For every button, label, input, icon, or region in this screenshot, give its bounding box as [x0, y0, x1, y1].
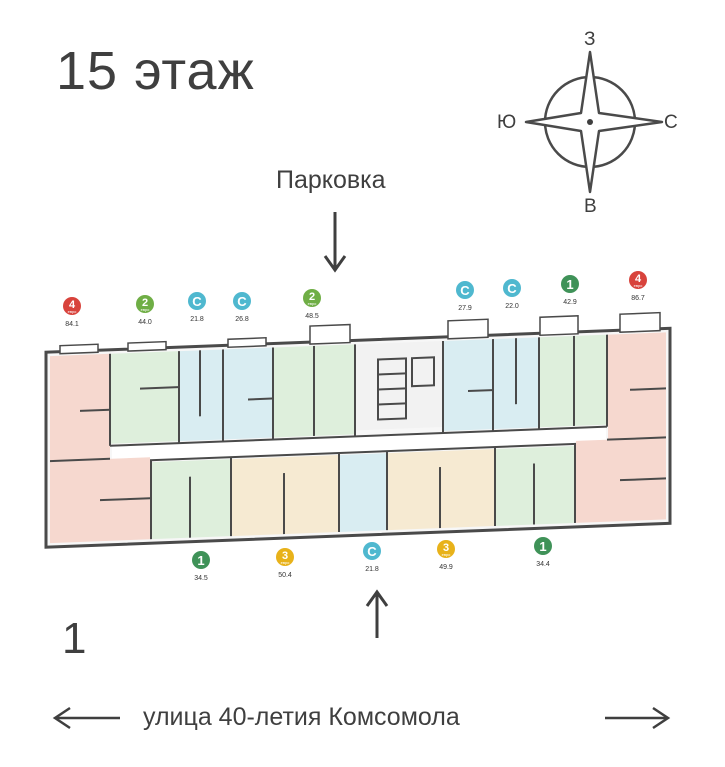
compass-west: Ю: [497, 112, 517, 133]
apartment-subtype: евро: [442, 552, 452, 557]
parking-label: Парковка: [276, 166, 386, 194]
apt-bottom-3-room: [340, 453, 386, 532]
apartment-area: 27.9: [458, 305, 472, 312]
compass-east: С: [664, 112, 678, 133]
apartment-subtype: евро: [634, 283, 644, 288]
apartment-area: 42.9: [563, 299, 577, 306]
apartment-area: 34.5: [194, 575, 208, 582]
apartment-top-badge-7[interactable]: С 22.0: [503, 279, 521, 310]
apartment-type: С: [367, 544, 377, 559]
apartment-type: 4: [635, 273, 642, 285]
apartment-type-badge: [192, 551, 210, 569]
apartment-type-badge: [233, 292, 251, 310]
street-right-arrow-icon: [605, 706, 671, 730]
apartment-type: 2: [142, 297, 148, 309]
apartment-bottom-badge-3[interactable]: С 21.8: [363, 542, 381, 573]
apartment-type: 4: [69, 299, 76, 311]
entrance-arrow-icon: [365, 589, 389, 638]
apartment-type-badge: [303, 289, 321, 307]
apartment-type: 1: [539, 539, 546, 554]
apartment-type: С: [460, 283, 470, 298]
apartment-area: 84.1: [65, 321, 79, 328]
apt-top-9-room: [608, 332, 666, 440]
apartment-area: 34.4: [536, 561, 550, 568]
compass: [524, 50, 664, 194]
apartment-type: С: [192, 294, 202, 309]
apartment-bottom-badge-5[interactable]: 134.4: [534, 537, 552, 568]
apartment-top-badge-4[interactable]: С 26.8: [233, 292, 251, 323]
apartment-area: 22.0: [505, 303, 519, 310]
apartment-type: 3: [443, 542, 449, 554]
apartment-area: 21.8: [365, 566, 379, 573]
apartment-area: 48.5: [305, 313, 319, 320]
building: [44, 311, 672, 549]
apartment-type-badge: [363, 542, 381, 560]
apartment-type-badge: [276, 548, 294, 566]
street-left-arrow-icon: [52, 706, 120, 730]
section-number: 1: [62, 614, 87, 663]
apt-top-1-room: [50, 353, 110, 462]
apartment-type: 1: [197, 553, 204, 568]
apartment-subtype: евро: [281, 560, 291, 565]
apartment-top-badge-6[interactable]: С 27.9: [456, 281, 474, 312]
apartment-subtype: евро: [308, 301, 318, 306]
apartment-type-badge: [188, 292, 206, 310]
apartment-type-badge: [437, 540, 455, 558]
street-label: улица 40-летия Комсомола: [143, 703, 460, 731]
floor-title: 15 этаж: [56, 41, 255, 101]
apartment-type: 2: [309, 291, 315, 303]
compass-north: З: [584, 29, 596, 50]
apartment-type-badge: [456, 281, 474, 299]
compass-star-icon: [524, 50, 664, 194]
apartment-type-badge: [561, 275, 579, 293]
apartment-type-badge: [503, 279, 521, 297]
apartment-type: С: [237, 294, 247, 309]
corridor: [112, 426, 606, 462]
apartment-area: 26.8: [235, 316, 249, 323]
apartment-area: 49.9: [439, 564, 453, 571]
apt-top-6-room: [444, 339, 492, 431]
parking-arrow-icon: [323, 212, 347, 273]
apartment-type-badge: [63, 297, 81, 315]
compass-south: В: [584, 196, 597, 217]
apartment-subtype: евро: [68, 309, 78, 314]
apartments-top: 4евро84.12евро44.0С21.8С26.82евро48.5С27…: [63, 271, 647, 328]
apartment-area: 21.8: [190, 316, 204, 323]
apt-top-2-room: [110, 351, 178, 444]
apartment-type: С: [507, 281, 517, 296]
apartment-type: 1: [566, 277, 573, 292]
apartment-type-badge: [629, 271, 647, 289]
apartment-type-badge: [534, 537, 552, 555]
apartment-type: 3: [282, 550, 288, 562]
apartment-top-badge-8[interactable]: 142.9: [561, 275, 579, 306]
apartment-type-badge: [136, 295, 154, 313]
apartment-area: 86.7: [631, 295, 645, 302]
apartment-area: 44.0: [138, 319, 152, 326]
apt-top-4-room: [224, 347, 272, 440]
apartment-area: 50.4: [278, 572, 292, 579]
apartment-top-badge-3[interactable]: С 21.8: [188, 292, 206, 323]
compass-center: [587, 119, 593, 125]
apartment-bottom-badge-1[interactable]: 134.5: [192, 551, 210, 582]
apartment-subtype: евро: [141, 307, 151, 312]
